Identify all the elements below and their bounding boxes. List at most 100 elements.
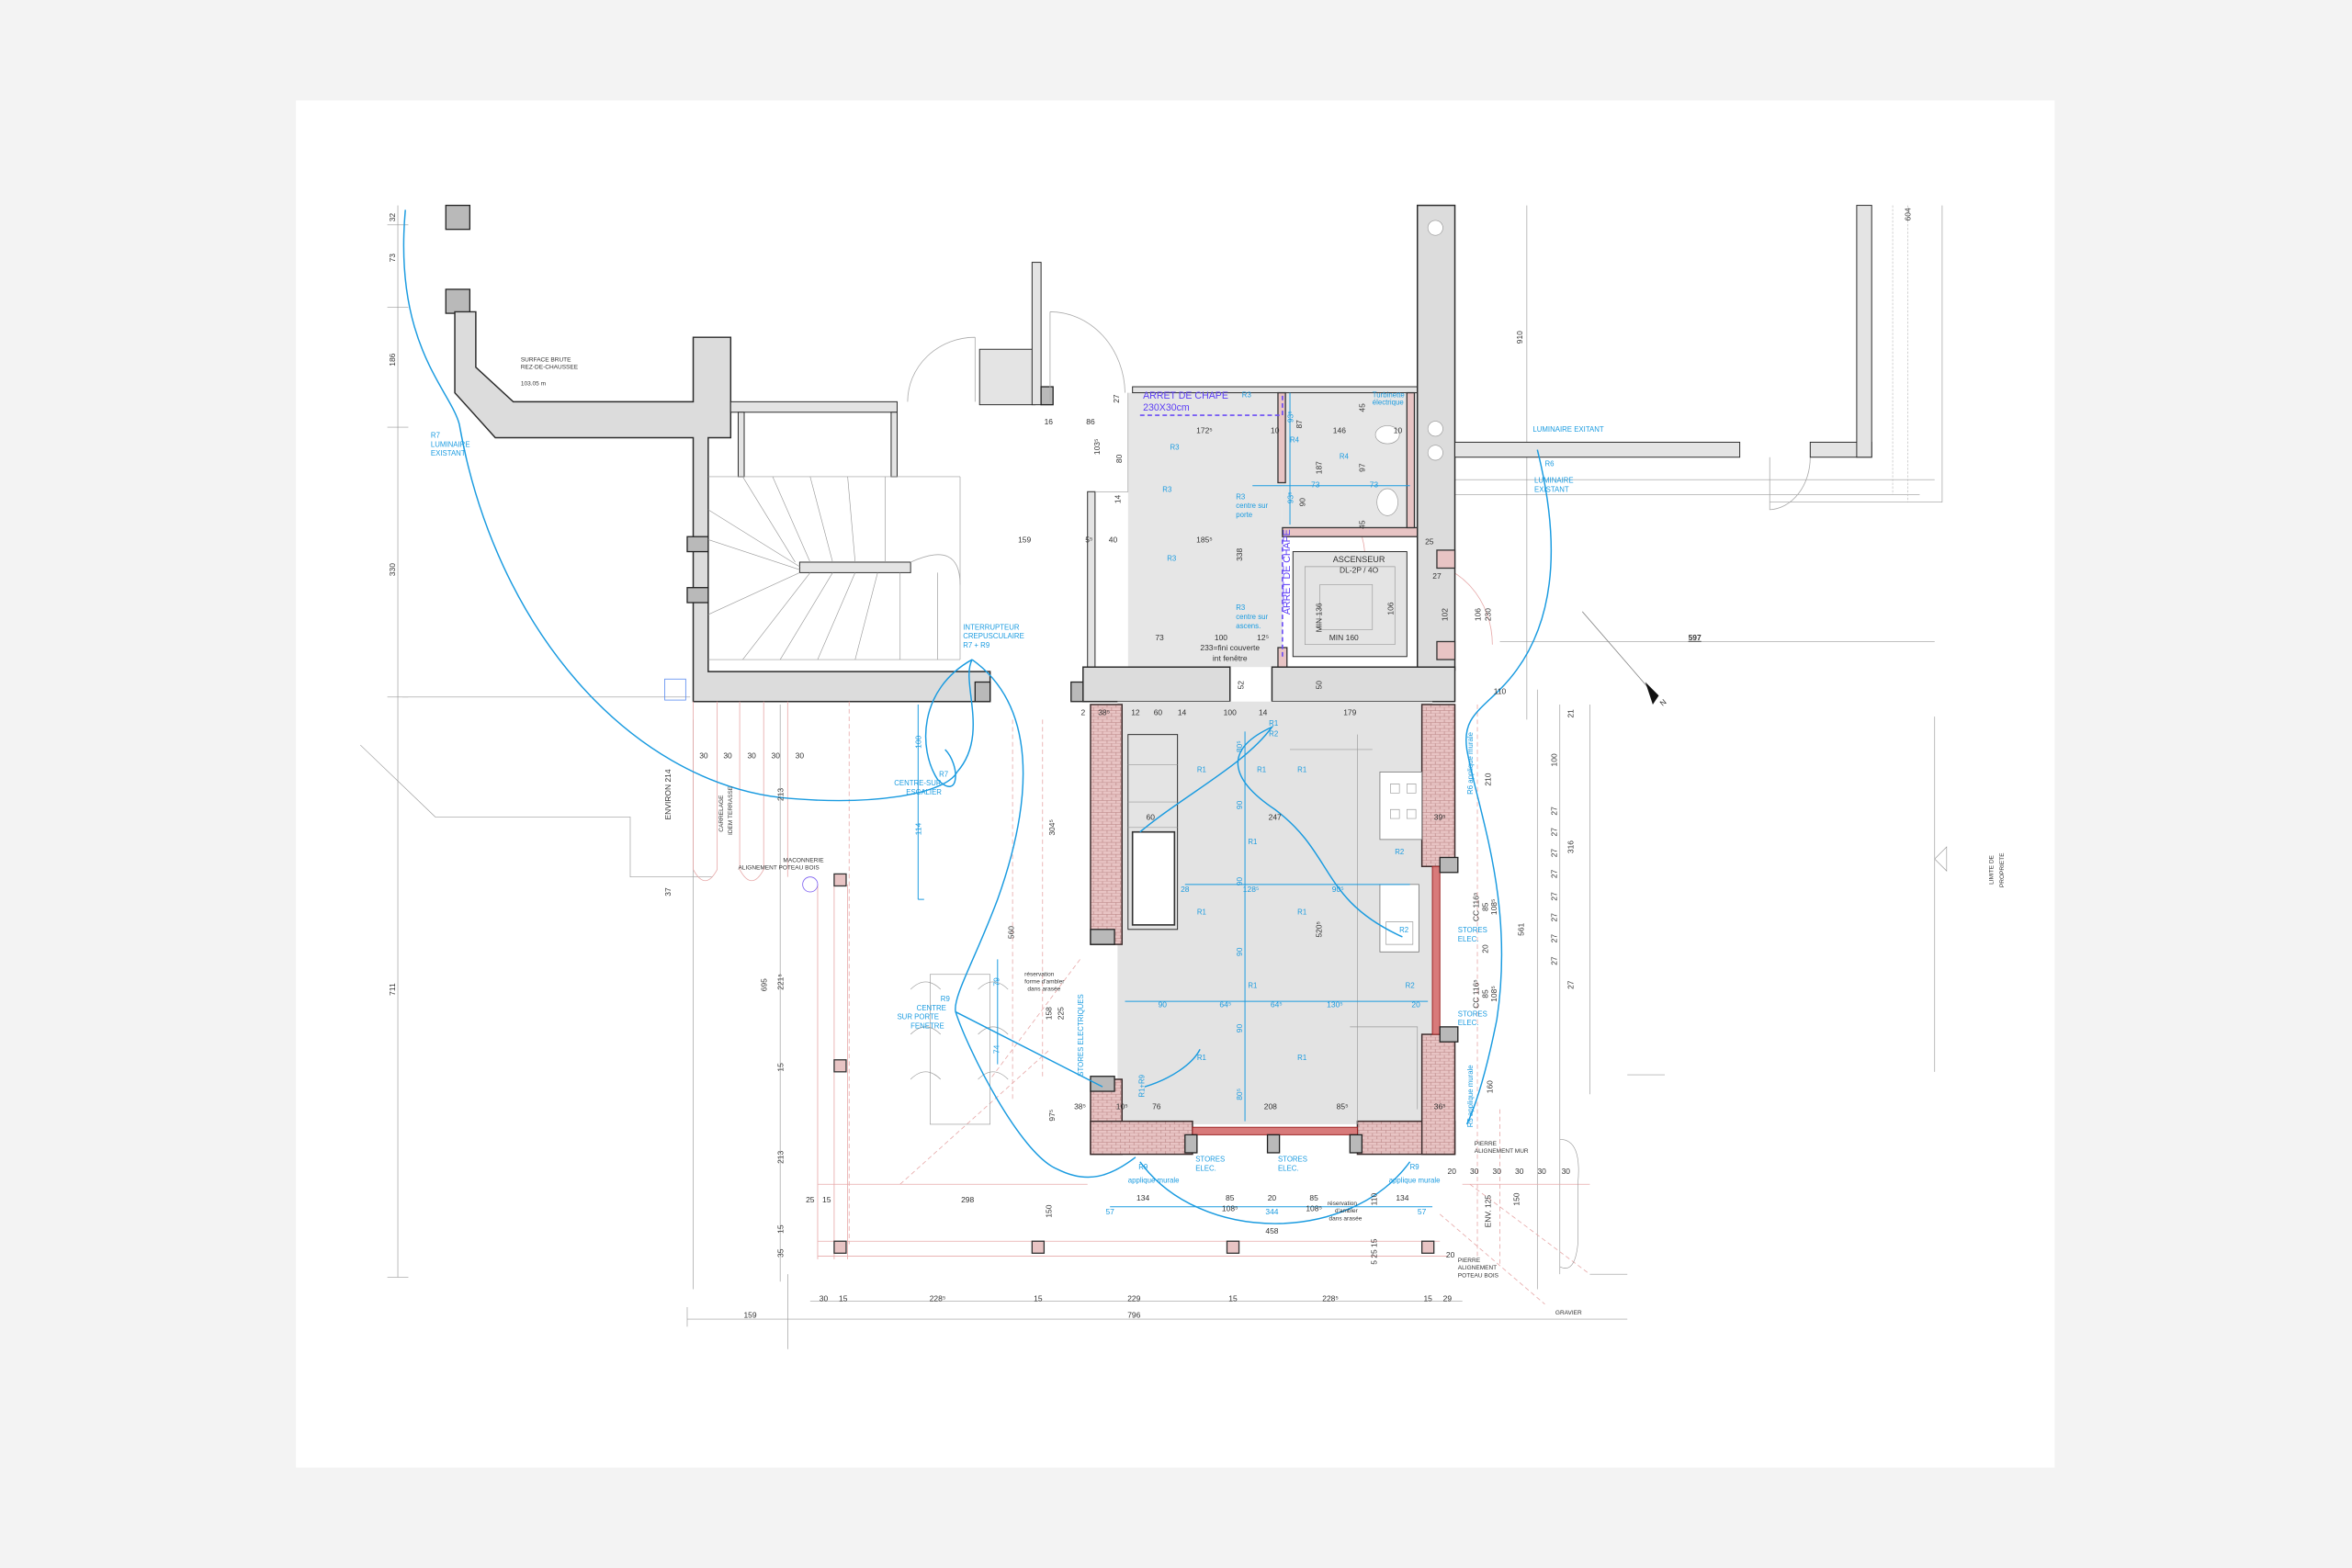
svg-text:14: 14 [1114,494,1123,503]
svg-text:30: 30 [1470,1167,1479,1176]
svg-text:213: 213 [775,1151,785,1164]
svg-text:ALIGNEMENT: ALIGNEMENT [1458,1265,1497,1271]
svg-text:27: 27 [1550,956,1559,965]
svg-text:38⁵: 38⁵ [1074,1102,1086,1111]
svg-text:ELEC.: ELEC. [1458,935,1479,943]
walls [445,204,1087,703]
svg-text:30: 30 [820,1294,829,1303]
svg-text:int fenêtre: int fenêtre [1213,654,1248,663]
svg-text:27: 27 [1432,571,1442,581]
svg-text:35: 35 [775,1248,785,1258]
svg-text:R9: R9 [1138,1163,1148,1171]
svg-text:dans arasée: dans arasée [1027,987,1060,993]
svg-text:21: 21 [1566,709,1575,718]
svg-text:304⁵: 304⁵ [1047,819,1057,836]
svg-text:PROPRIETE: PROPRIETE [1999,852,2006,887]
svg-text:228⁵: 228⁵ [930,1294,946,1303]
svg-text:R1: R1 [1248,981,1257,989]
svg-text:27: 27 [1550,828,1559,837]
svg-text:R1: R1 [1257,765,1266,773]
svg-text:R1+R9: R1+R9 [1138,1075,1147,1098]
svg-text:CENTRE: CENTRE [917,1004,946,1012]
svg-text:DL-2P / 4O: DL-2P / 4O [1340,565,1379,574]
svg-text:IDEM TERRASSE: IDEM TERRASSE [728,785,734,835]
svg-text:CC 116⁵: CC 116⁵ [1472,893,1481,922]
svg-text:R6: R6 [1544,460,1555,468]
svg-text:N: N [1658,697,1668,708]
svg-text:160: 160 [1485,1080,1494,1093]
svg-text:MIN 136: MIN 136 [1314,603,1323,632]
svg-text:73: 73 [1370,479,1379,489]
svg-text:210: 210 [1484,773,1493,785]
svg-text:37: 37 [663,887,673,897]
svg-text:STORES: STORES [1195,1156,1225,1164]
svg-text:179: 179 [1343,707,1356,716]
svg-text:R1: R1 [1197,908,1206,916]
svg-text:159: 159 [1018,536,1031,545]
svg-text:15: 15 [822,1195,831,1204]
central-rooms [1082,204,1872,703]
svg-text:560: 560 [1007,926,1016,939]
svg-text:76: 76 [1152,1102,1161,1111]
surface-label: SURFACE BRUTE [521,356,571,363]
svg-text:LUMINAIRE: LUMINAIRE [1534,476,1574,484]
svg-text:80: 80 [1114,454,1124,463]
svg-text:12⁵: 12⁵ [1257,633,1269,642]
svg-text:20: 20 [1448,1167,1457,1176]
svg-text:R3: R3 [1162,485,1172,493]
svg-text:100: 100 [1215,633,1227,642]
svg-text:29: 29 [1443,1294,1453,1303]
svg-text:ELEC.: ELEC. [1458,1019,1479,1027]
svg-text:711: 711 [388,983,397,996]
svg-text:STORES: STORES [1278,1156,1307,1164]
svg-text:R5 applique murale: R5 applique murale [1466,1065,1475,1127]
svg-text:R2: R2 [1399,926,1408,934]
svg-text:80⁵: 80⁵ [1235,1089,1244,1100]
svg-text:100: 100 [914,735,923,748]
svg-text:SUR PORTE: SUR PORTE [897,1013,939,1021]
svg-text:108⁵: 108⁵ [1489,898,1498,915]
svg-text:73: 73 [1155,633,1164,642]
svg-text:25: 25 [806,1195,815,1204]
svg-text:10⁵: 10⁵ [1116,1102,1128,1111]
svg-text:centre sur: centre sur [1236,502,1268,510]
svg-text:R2: R2 [1269,729,1278,738]
twilight-switch-label: INTERRUPTEUR [963,623,1020,631]
property-limit-label: LIMITE DE [1988,854,1995,885]
svg-text:27: 27 [1550,869,1559,878]
svg-text:247: 247 [1269,813,1282,822]
svg-text:R3: R3 [1236,492,1246,501]
north-arrow-icon: N [1581,611,1668,708]
svg-text:187: 187 [1314,461,1323,474]
svg-text:PIERRE: PIERRE [1458,1258,1481,1264]
svg-text:32: 32 [388,213,397,222]
svg-text:30: 30 [723,751,732,761]
svg-text:134: 134 [1136,1193,1149,1202]
svg-text:15: 15 [839,1294,848,1303]
svg-text:15: 15 [1228,1294,1238,1303]
svg-text:330: 330 [388,563,397,576]
svg-text:R1: R1 [1297,765,1306,773]
svg-text:20: 20 [1411,1000,1420,1010]
svg-text:LUMINAIRE: LUMINAIRE [431,440,470,448]
svg-text:233=fini couverte: 233=fini couverte [1200,643,1260,652]
svg-text:FENETRE: FENETRE [910,1022,944,1031]
svg-text:90: 90 [1235,947,1244,956]
svg-text:50: 50 [1314,681,1323,690]
svg-text:93⁵: 93⁵ [1285,411,1295,423]
svg-text:796: 796 [1127,1310,1140,1319]
svg-text:MIN 160: MIN 160 [1329,633,1359,642]
svg-text:ALIGNEMENT POTEAU BOIS: ALIGNEMENT POTEAU BOIS [738,865,820,872]
svg-text:30: 30 [772,751,781,761]
svg-text:2: 2 [1080,707,1085,716]
svg-text:20: 20 [1446,1250,1455,1259]
svg-text:16: 16 [1045,417,1054,426]
svg-text:27: 27 [1112,394,1121,403]
svg-text:Turbinette: Turbinette [1373,390,1405,399]
svg-text:229: 229 [1127,1294,1140,1303]
svg-text:103⁵: 103⁵ [1092,438,1102,455]
svg-text:R6 applique murale: R6 applique murale [1466,732,1475,795]
svg-text:ENVIRON 214: ENVIRON 214 [663,769,673,819]
svg-text:14: 14 [1259,707,1268,716]
